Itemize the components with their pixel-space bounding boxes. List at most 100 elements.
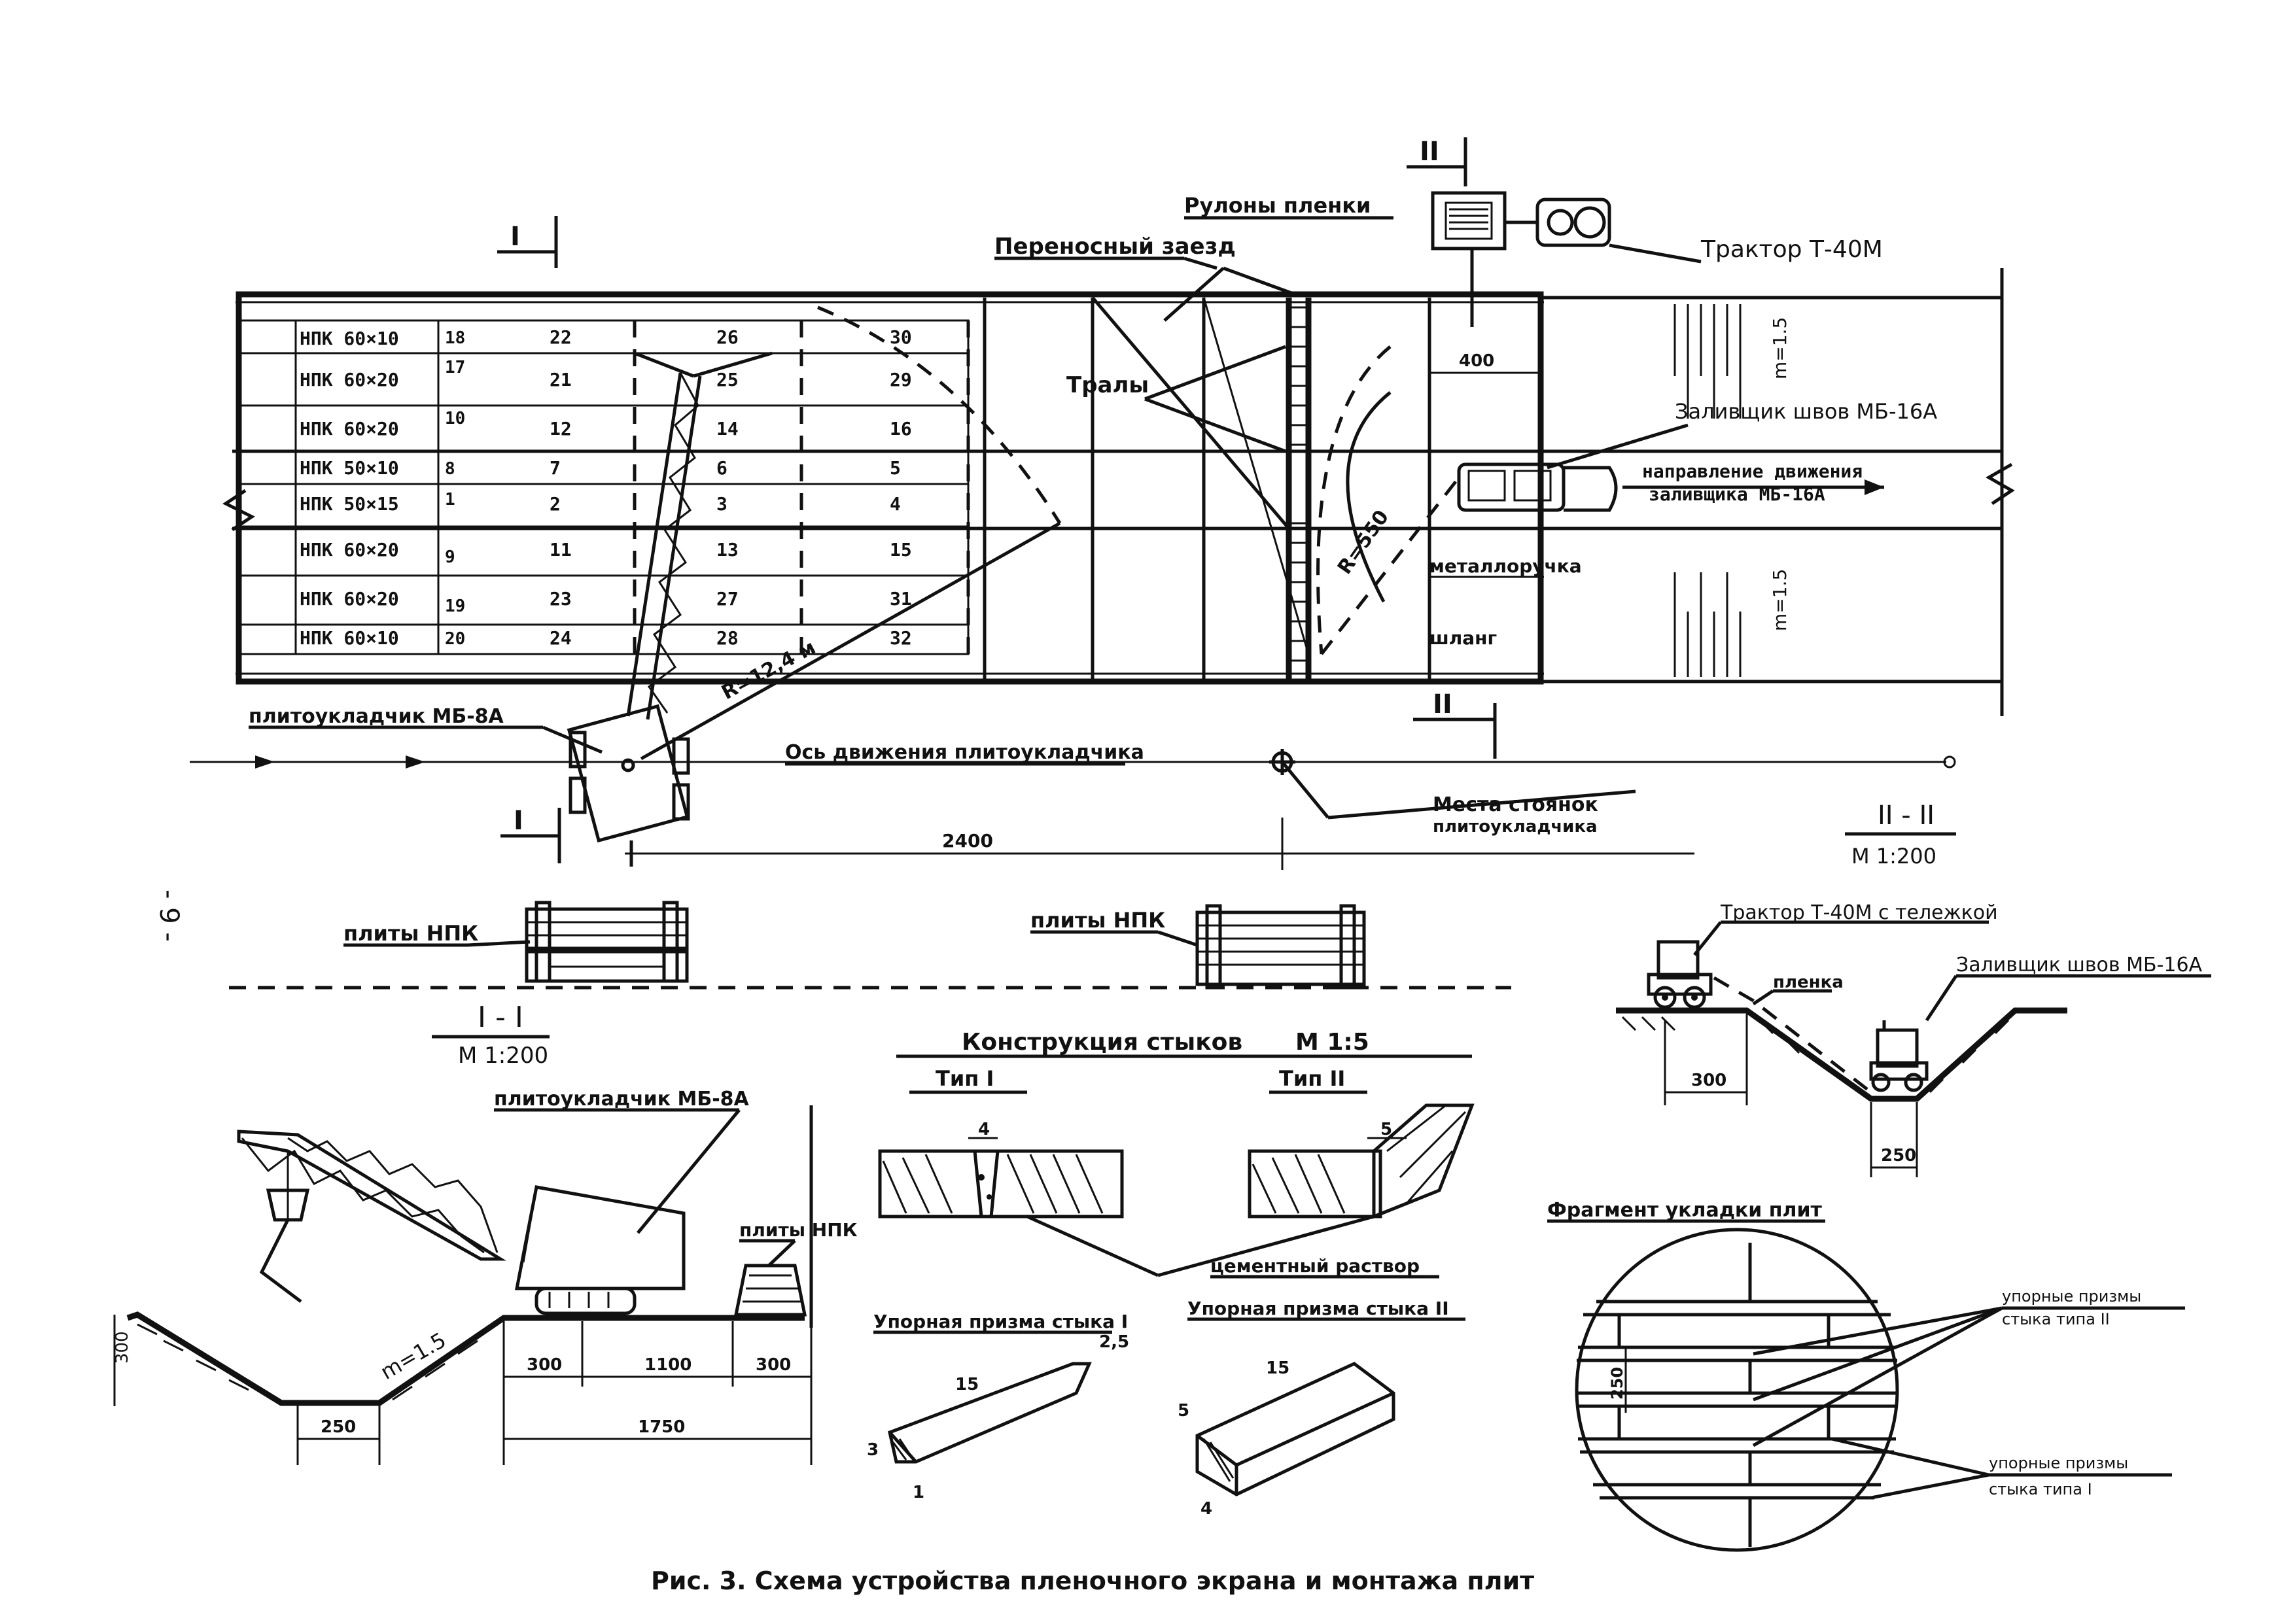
plate-stacks: плиты НПК плиты НПК — [229, 901, 1511, 990]
figure-caption: Рис. 3. Схема устройства пленочного экра… — [651, 1566, 1534, 1595]
section-2-tractor-label: Трактор Т-40М с тележкой — [1720, 901, 1998, 924]
fragment-plate-laying: Фрагмент укладки плит 250 упорные призмы — [1547, 1199, 2185, 1552]
plate-number: 20 — [445, 629, 465, 649]
film-roll-trailer — [1431, 191, 1507, 251]
plate-cell: 25 — [716, 369, 739, 390]
joint-type-2-drawing: 5 — [1248, 1103, 1475, 1219]
section-mark-bottom-left: I — [514, 806, 523, 836]
parking-label-2: плитоукладчика — [1433, 817, 1598, 837]
fragment-title: Фрагмент укладки плит — [1547, 1199, 1822, 1222]
plate-type: НПК 60×20 — [300, 418, 399, 440]
plate-cell: 28 — [716, 627, 739, 649]
plates-stack-profile — [733, 1264, 807, 1317]
section-1-slope: m=1.5 — [376, 1328, 450, 1385]
plan-view: НПК 60×10 18 22 26 30 НПК 60×20 17 21 25… — [190, 137, 2015, 870]
stack-label-2: плиты НПК — [1030, 908, 1165, 933]
prism-1-len: 15 — [955, 1375, 979, 1394]
stack-2 — [1195, 904, 1366, 990]
section-1-title: I - I — [478, 1001, 523, 1034]
plate-row-7: НПК 60×10 20 24 28 32 — [300, 627, 912, 649]
dim-1100: 1100 — [644, 1355, 692, 1375]
dim-300: 300 — [527, 1355, 562, 1375]
plate-type: НПК 60×20 — [300, 588, 399, 610]
section-2-dim-250: 250 — [1881, 1146, 1916, 1166]
plate-cell: 24 — [550, 627, 572, 649]
prism-1-b: 1 — [913, 1483, 924, 1502]
plate-row-6: НПК 60×20 19 23 27 31 — [300, 588, 912, 616]
section-mark-mid-right: II — [1433, 689, 1452, 719]
section-1-layer-label: плитоукладчик МБ-8А — [494, 1088, 750, 1111]
section-1-scale: М 1:200 — [458, 1043, 548, 1069]
dim-300-left: 300 — [113, 1331, 132, 1364]
ladder-label: шланг — [1429, 627, 1497, 649]
plate-cell: 16 — [890, 418, 912, 440]
plate-row-3: НПК 50×10 8 7 6 5 — [300, 457, 901, 479]
plate-cell: 14 — [716, 418, 739, 440]
plate-cell: 15 — [890, 539, 912, 561]
plate-cell: 29 — [890, 369, 912, 390]
stack-1 — [525, 901, 689, 983]
prism-1-w: 2,5 — [1099, 1332, 1129, 1352]
tractor-label: Трактор Т-40М — [1700, 236, 1883, 263]
section-2-title: II - II — [1878, 801, 1935, 831]
plate-type: НПК 60×20 — [300, 539, 399, 561]
plate-type: НПК 50×10 — [300, 457, 399, 479]
section-2-2: II - II М 1:200 Трактор Т-40М с тележкой… — [1616, 801, 2211, 1177]
fragment-label-type2-2: стыка типа II — [2002, 1310, 2110, 1328]
layer-label: плитоукладчик МБ-8А — [249, 705, 504, 728]
dim-300-right: 300 — [756, 1355, 791, 1375]
crane-profile — [237, 1130, 686, 1315]
plate-row-0: НПК 60×10 18 22 26 30 — [300, 326, 912, 349]
plate-cell: 27 — [716, 588, 739, 610]
joint-type-2-label: Тип II — [1279, 1066, 1345, 1091]
prism-2-drawing — [1195, 1362, 1395, 1496]
joint-type-1-drawing: 4 — [878, 1120, 1124, 1218]
fragment-label-type1-1: упорные призмы — [1989, 1454, 2128, 1472]
joint-filler-label: Заливщик швов МБ-16А — [1675, 399, 1937, 424]
mortar-label: цементный раствор — [1210, 1255, 1420, 1277]
prism-1-label: Упорная призма стыка I — [873, 1311, 1128, 1332]
plate-number: 17 — [445, 358, 465, 377]
axis-label: Ось движения плитоукладчика — [785, 741, 1144, 764]
plate-cell: 5 — [890, 457, 901, 479]
prism-1-h: 3 — [867, 1440, 879, 1460]
crane-boom-plan — [626, 372, 702, 720]
plate-type: НПК 50×15 — [300, 493, 399, 515]
fragment-circle — [1575, 1228, 1899, 1552]
tractor-t40m-profile — [1647, 940, 1713, 1009]
prism-2-label: Упорная призма стыка II — [1187, 1298, 1449, 1319]
crane-swing-arc — [817, 305, 1062, 525]
section-2-scale: М 1:200 — [1851, 844, 1936, 869]
section-2-filler-label: Заливщик швов МБ-16А — [1956, 954, 2203, 976]
plate-cell: 23 — [550, 588, 572, 610]
plate-cell: 2 — [550, 493, 561, 515]
slope-label-top: m=1.5 — [1769, 317, 1791, 379]
filler-arc-solid — [1346, 391, 1392, 603]
break-mark-right — [1985, 462, 2015, 506]
joint-filler-profile — [1869, 1020, 1929, 1092]
dim-400: 400 — [1459, 351, 1494, 371]
plate-cell: 11 — [550, 539, 572, 561]
plate-cell: 32 — [890, 627, 912, 649]
section-1-1: I - I М 1:200 плитоукладчик МБ-8А — [113, 1001, 858, 1465]
radius-550-label: R=550 — [1333, 506, 1393, 579]
plate-cell: 21 — [550, 369, 572, 390]
plate-cell: 12 — [550, 418, 572, 440]
dim-2400: 2400 — [942, 830, 993, 852]
film-line — [1713, 976, 1872, 1094]
section-1-ground — [126, 1311, 805, 1406]
plate-row-4: НПК 50×15 1 2 3 4 — [300, 490, 901, 515]
slope-label-bottom: m=1.5 — [1769, 569, 1791, 631]
plate-layer-plan — [567, 704, 690, 843]
radius-550-line — [1320, 476, 1460, 655]
plate-row-2: НПК 60×20 10 12 14 16 — [300, 409, 912, 440]
metal-handrail-label: металлоручка — [1429, 555, 1582, 577]
plate-cell: 26 — [716, 326, 739, 348]
parking-label-1: Места стоянок — [1433, 793, 1598, 816]
joint-type-1-label: Тип I — [936, 1066, 994, 1091]
plate-cell: 7 — [550, 457, 561, 479]
plate-cell: 13 — [716, 539, 739, 561]
trolls-label: Тралы — [1066, 372, 1149, 398]
plate-type: НПК 60×20 — [300, 369, 399, 390]
